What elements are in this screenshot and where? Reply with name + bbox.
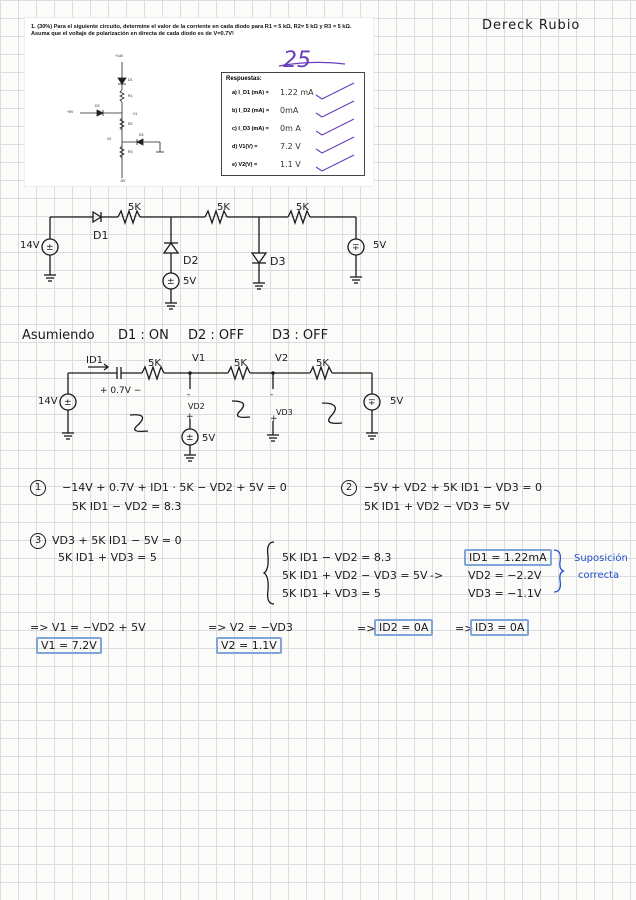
answer-e-label: e) V2(V) = <box>232 162 258 168</box>
svg-text:+: + <box>270 414 278 424</box>
svg-text:-: - <box>270 390 273 400</box>
c2-source-right-label: 5V <box>390 396 404 407</box>
note-brace <box>553 549 565 593</box>
problem-card: 1. (30%) Para el siguiente circuito, det… <box>25 18 373 186</box>
final-v1-result: V1 = 7.2V <box>36 637 102 654</box>
answer-c-label: c) I_D3 (mA) = <box>232 126 269 132</box>
label-5v-left: +5V <box>67 110 74 114</box>
note-line1: Suposición <box>574 553 628 564</box>
label-d2: D2 <box>95 104 100 108</box>
final-id3-prefix: => <box>455 622 474 635</box>
eq3-number: 3 <box>30 533 46 549</box>
system-eq1: 5K ID1 − VD2 = 8.3 <box>282 551 392 564</box>
c2-r3-label: 5K <box>316 358 329 369</box>
eq1-line2: 5K ID1 − VD2 = 8.3 <box>72 500 182 513</box>
result-vd2: VD2 = −2.2V <box>468 569 542 582</box>
label-d3: D3 <box>139 133 144 137</box>
label-r3: R3 <box>128 150 133 154</box>
svg-text:±: ± <box>186 433 194 443</box>
svg-text:+: + <box>186 412 194 422</box>
c1-source-mid-label: 5V <box>183 276 197 287</box>
c2-source-left-label: 14V <box>38 396 58 407</box>
svg-text:±: ± <box>167 277 175 287</box>
answer-e-value: 1.1 V <box>280 160 301 169</box>
final-v2-result: V2 = 1.1V <box>216 637 282 654</box>
c2-r2-label: 5K <box>234 358 247 369</box>
final-v1-line: => V1 = −VD2 + 5V <box>30 621 146 634</box>
c2-r1-label: 5K <box>148 358 161 369</box>
c2-current-label: ID1 <box>86 355 104 366</box>
system-arrow: -> <box>430 569 444 582</box>
answer-d-label: d) V1(V) = <box>232 144 258 150</box>
assumption-text: Asumiendo <box>22 328 95 343</box>
result-vd3: VD3 = −1.1V <box>468 587 542 600</box>
eq3-number-text: 3 <box>34 535 42 546</box>
check-marks <box>315 82 355 172</box>
c1-r1-label: 5K <box>128 202 141 213</box>
assumption-d1: D1 : ON <box>118 328 169 343</box>
final-id2-result: ID2 = 0A <box>374 619 434 636</box>
eq2-number: 2 <box>341 480 357 496</box>
note-line2: correcta <box>578 570 620 581</box>
c1-r2-label: 5K <box>217 202 230 213</box>
circuit-2: ± ∓ ± - - + + <box>59 363 381 462</box>
c2-source-mid-label: 5V <box>202 433 216 444</box>
answer-a-value: 1.22 mA <box>280 88 314 97</box>
c2-v2-label: V2 <box>275 353 289 364</box>
final-id2-prefix: => <box>357 622 376 635</box>
assumption-d3: D3 : OFF <box>272 328 329 343</box>
c1-d2-label: D2 <box>183 254 199 267</box>
svg-text:±: ± <box>64 398 72 408</box>
problem-statement: 1. (30%) Para el siguiente circuito, det… <box>31 24 352 37</box>
label-minus5v: -5V <box>120 179 126 183</box>
c2-v1-label: V1 <box>192 353 206 364</box>
label-14v: +14V <box>115 54 124 58</box>
system-brace <box>262 541 275 605</box>
c1-d1-label: D1 <box>93 229 109 242</box>
label-v1: V1 <box>133 112 138 116</box>
svg-text:∓: ∓ <box>352 243 360 253</box>
answer-b-value: 0mA <box>280 106 299 115</box>
eq2-line1: −5V + VD2 + 5K ID1 − VD3 = 0 <box>364 481 542 494</box>
c1-d3-label: D3 <box>270 255 286 268</box>
circuit-1: ± ∓ ± <box>41 208 365 310</box>
c2-vd2-label: VD2 <box>188 402 205 411</box>
c2-vd3-label: VD3 <box>276 408 293 417</box>
label-r1: R1 <box>128 94 133 98</box>
final-id3-result: ID3 = 0A <box>470 619 530 636</box>
eq3-line2: 5K ID1 + VD3 = 5 <box>58 551 157 564</box>
answer-c-value: 0m A <box>280 124 301 133</box>
svg-text:∓: ∓ <box>368 398 376 408</box>
eq3-line1: VD3 + 5K ID1 − 5V = 0 <box>52 534 182 547</box>
system-eq2: 5K ID1 + VD2 − VD3 = 5V <box>282 569 428 582</box>
label-r2: R2 <box>128 122 133 126</box>
answer-a-label: a) I_D1 (mA) = <box>232 90 269 96</box>
answers-box: Respuestas: a) I_D1 (mA) = 1.22 mA b) I_… <box>221 72 365 176</box>
author-name: Dereck Rubio <box>482 18 581 33</box>
c1-r3-label: 5K <box>296 202 309 213</box>
assumption-d2: D2 : OFF <box>188 328 245 343</box>
final-v2-line: => V2 = −VD3 <box>208 621 293 634</box>
eq1-number: 1 <box>30 480 46 496</box>
label-d1: D1 <box>128 78 133 82</box>
c2-diode-drop: + 0.7V − <box>100 386 142 396</box>
result-id1: ID1 = 1.22mA <box>464 549 552 566</box>
eq2-number-text: 2 <box>345 482 353 493</box>
svg-text:-: - <box>187 390 190 400</box>
c1-source-right-label: 5V <box>373 240 387 251</box>
answer-b-label: b) I_D2 (mA) = <box>232 108 270 114</box>
score-underline <box>278 61 346 67</box>
c1-source-left-label: 14V <box>20 240 40 251</box>
eq1-number-text: 1 <box>34 482 42 493</box>
label-v2: V2 <box>107 137 112 141</box>
eq2-line2: 5K ID1 + VD2 − VD3 = 5V <box>364 500 510 513</box>
answer-d-value: 7.2 V <box>280 142 301 151</box>
score: 25 <box>283 48 311 73</box>
eq1-line1: −14V + 0.7V + ID1 · 5K − VD2 + 5V = 0 <box>62 481 287 494</box>
system-eq3: 5K ID1 + VD3 = 5 <box>282 587 381 600</box>
svg-text:±: ± <box>46 243 54 253</box>
answers-title: Respuestas: <box>226 76 262 82</box>
printed-schematic <box>80 62 164 178</box>
